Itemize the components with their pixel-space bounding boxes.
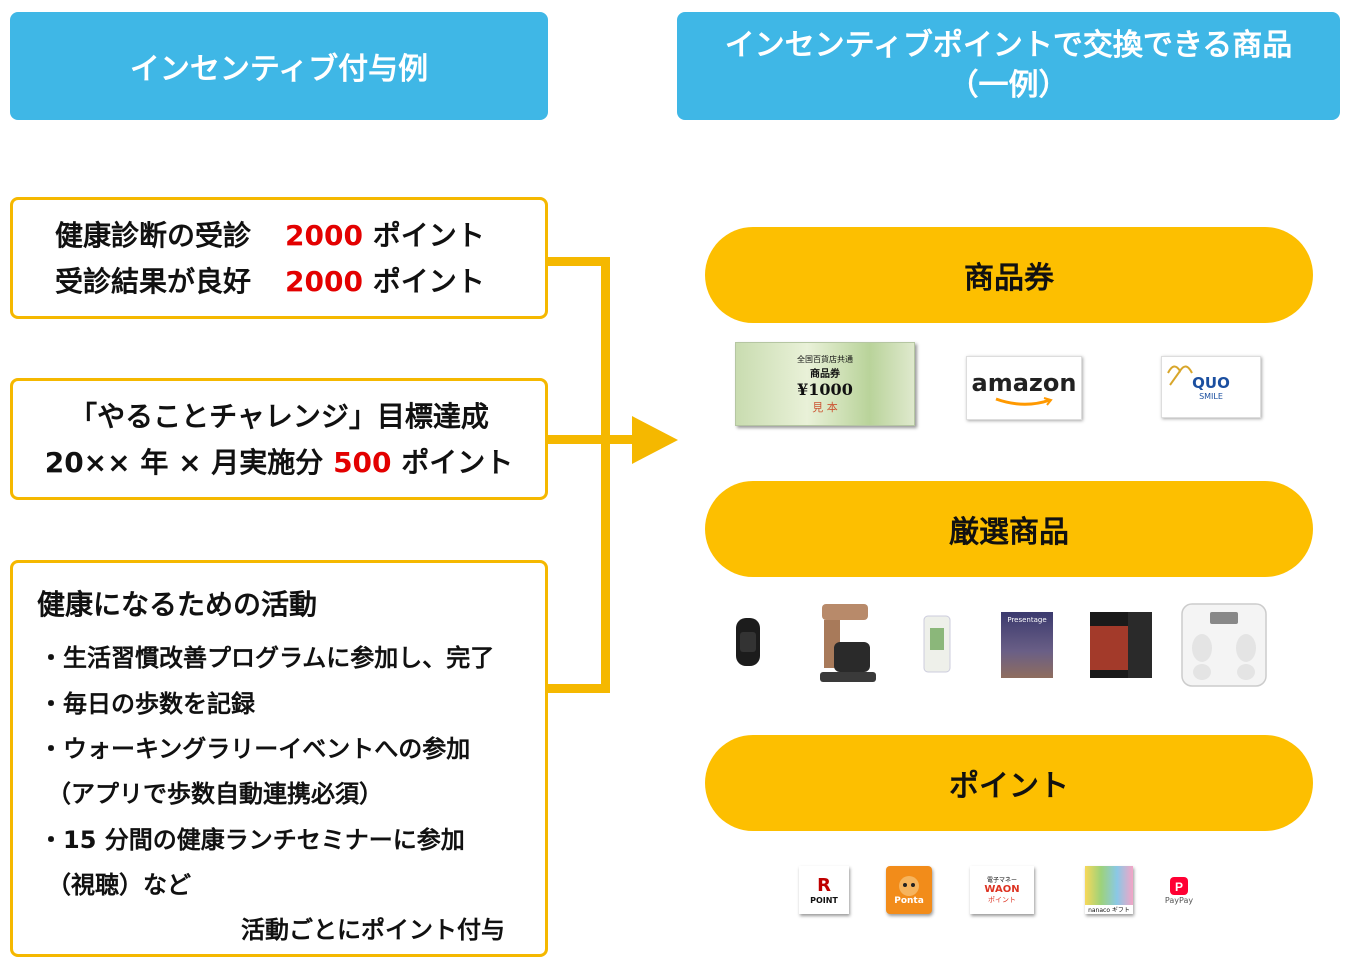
header-right-line1: インセンティブポイントで交換できる商品 <box>724 28 1293 63</box>
connector-top <box>548 257 610 266</box>
waon-small-text: 電子マネー <box>986 877 1017 884</box>
checkup-unit: ポイント <box>372 219 485 252</box>
challenge-unit: ポイント <box>401 446 514 479</box>
gift-card-text: 全国百貨店共通 <box>797 354 853 364</box>
incentive-box-activities: 健康になるための活動 ・生活習慣改善プログラムに参加し、完了 ・毎日の歩数を記録… <box>10 560 548 957</box>
category-label: 厳選商品 <box>949 515 1069 550</box>
header-incentive-examples: インセンティブ付与例 <box>10 12 548 120</box>
challenge-row: 20×× 年 × 月実施分 500 ポイント <box>13 441 545 481</box>
activity-item: （視聴）など <box>47 871 191 899</box>
checkup-points: 2000 <box>285 219 363 252</box>
checkup-label: 健康診断の受診 <box>55 219 252 252</box>
paypay-icon: P <box>1170 876 1188 895</box>
fitness-tracker-icon <box>736 618 760 666</box>
result-label: 受診結果が良好 <box>55 265 252 298</box>
gift-ribbon-icon <box>1167 365 1193 386</box>
checkup-row: 健康診断の受診 2000 ポイント <box>55 214 485 254</box>
header-left-label: インセンティブ付与例 <box>129 52 429 87</box>
body-scale-icon <box>1181 603 1267 687</box>
activity-item: （アプリで歩数自動連携必須） <box>47 780 383 808</box>
paypay-text: PayPay <box>1164 895 1194 905</box>
connector-bottom <box>548 684 610 693</box>
header-exchangeable-items: インセンティブポイントで交換できる商品 （一例） <box>677 12 1340 120</box>
svg-text:P: P <box>1175 880 1183 894</box>
rice-bag-icon <box>923 615 951 673</box>
amazon-gift-card: amazon <box>966 356 1082 420</box>
ponta-logo: Ponta <box>886 866 932 914</box>
gift-card-amount: ¥1000 <box>797 379 853 399</box>
category-gift-certificates: 商品券 <box>705 227 1313 323</box>
arrow-right-icon <box>632 416 678 464</box>
presentage-catalog: Presentage <box>1001 612 1053 678</box>
rakuten-point-logo: R POINT <box>799 866 849 914</box>
paypay-logo: P PayPay <box>1162 870 1196 910</box>
challenge-points: 500 <box>333 446 392 479</box>
quo-smile-text: SMILE <box>1199 391 1223 401</box>
result-unit: ポイント <box>372 265 485 298</box>
challenge-period: 20×× 年 × 月実施分 <box>44 446 324 479</box>
quo-logo-text: QUO <box>1192 373 1230 392</box>
activity-item: ・15 分間の健康ランチセミナーに参加 <box>39 826 465 854</box>
challenge-title: 「やることチャレンジ」目標達成 <box>69 400 489 433</box>
waon-point-logo: 電子マネー WAON ポイント <box>970 866 1034 914</box>
rakuten-r-mark: R <box>817 875 831 896</box>
gourmet-catalog-icon <box>1090 612 1152 678</box>
incentive-box-checkup: 健康診断の受診 2000 ポイント 受診結果が良好 2000 ポイント <box>10 197 548 319</box>
nanaco-gift-logo: nanaco ギフト <box>1085 866 1133 914</box>
quo-card: QUO SMILE <box>1161 356 1261 418</box>
activity-item: ・生活習慣改善プログラムに参加し、完了 <box>39 644 495 672</box>
coffee-maker-icon <box>820 604 876 682</box>
waon-point-text: ポイント <box>988 896 1016 904</box>
result-row: 受診結果が良好 2000 ポイント <box>55 260 485 300</box>
ponta-face-icon <box>899 876 919 896</box>
connector-middle <box>548 435 638 444</box>
incentive-box-challenge: 「やることチャレンジ」目標達成 20×× 年 × 月実施分 500 ポイント <box>10 378 548 500</box>
gift-card-text: 商品券 <box>810 368 840 380</box>
activities-footer: 活動ごとにポイント付与 <box>241 916 505 944</box>
activity-item: ・毎日の歩数を記録 <box>39 690 255 718</box>
result-points: 2000 <box>285 265 363 298</box>
waon-text: WAON <box>984 884 1020 895</box>
rakuten-point-text: POINT <box>810 896 838 905</box>
activity-item: ・ウォーキングラリーイベントへの参加 <box>39 735 471 763</box>
nanaco-text: nanaco ギフト <box>1085 905 1133 914</box>
connector-vertical <box>601 257 610 693</box>
header-right-line2: （一例） <box>948 68 1069 103</box>
category-label: 商品券 <box>964 261 1054 296</box>
department-store-gift-card: 全国百貨店共通 商品券 ¥1000 見 本 <box>735 342 915 426</box>
amazon-logo-text: amazon <box>971 369 1077 397</box>
category-label: ポイント <box>949 769 1069 804</box>
ponta-text: Ponta <box>894 896 924 906</box>
presentage-title: Presentage <box>1007 616 1047 624</box>
category-points: ポイント <box>705 735 1313 831</box>
gift-card-sample: 見 本 <box>812 400 838 414</box>
category-selected-products: 厳選商品 <box>705 481 1313 577</box>
amazon-smile-icon <box>995 397 1053 406</box>
activities-title: 健康になるための活動 <box>37 588 318 621</box>
